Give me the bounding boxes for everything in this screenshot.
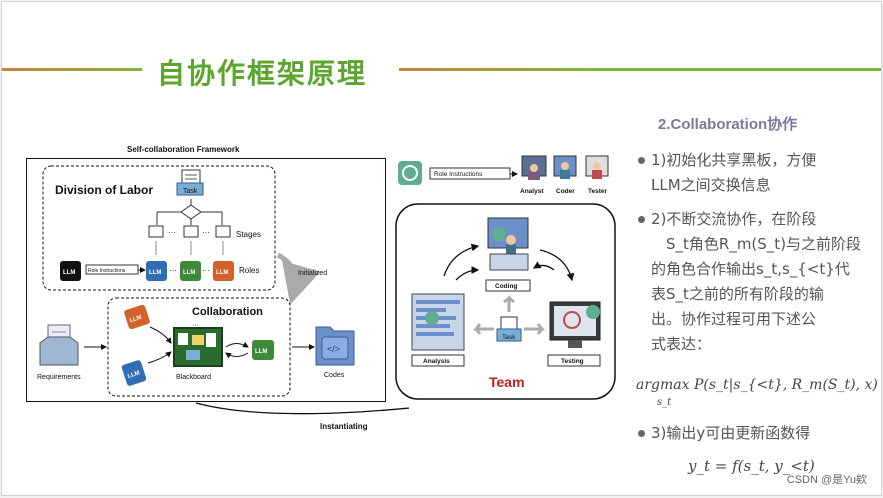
- bullet-2-line-5: 出。协作过程可用下述公: [651, 310, 817, 328]
- bullet-2-line-1: 2)不断交流协作，在阶段: [651, 210, 817, 228]
- instantiating-label: Instantiating: [320, 422, 368, 431]
- stage-box-1: [148, 225, 164, 238]
- analyst-avatar-icon: [521, 155, 547, 180]
- formula-update: y_t = f(s_t, y_<t): [688, 457, 815, 475]
- center-task-icon: [496, 316, 522, 342]
- codes-folder-icon: </>: [315, 326, 355, 366]
- bullet-dot: [638, 430, 645, 437]
- coder-avatar-icon: [553, 155, 577, 179]
- analyst-label: Analyst: [520, 188, 544, 195]
- collaboration-box: [107, 297, 291, 397]
- bullet-2-line-3: 的角色合作输出s_t,s_{<t}代: [651, 260, 850, 278]
- framework-frame: [26, 158, 386, 402]
- chatgpt-logo-icon: [398, 161, 422, 185]
- figure-title: Self-collaboration Framework: [127, 145, 240, 154]
- stage-dots-2: ···: [202, 228, 210, 237]
- role-instructions-label: Role Instructions: [88, 268, 126, 274]
- blackboard-label: Blackboard: [176, 374, 211, 381]
- requirements-icon: [39, 324, 79, 366]
- bullet-3: 3)输出y可由更新函数得: [638, 421, 868, 446]
- blackboard-dots: ···: [192, 322, 199, 329]
- bullet-dot: [638, 157, 645, 164]
- framework-diagram: Division of Labor Task ··· ··· Stages LL…: [26, 158, 409, 415]
- team-label: Team: [489, 374, 525, 390]
- roles-label: Roles: [239, 266, 259, 275]
- slide-title: 自协作框架原理: [157, 57, 368, 90]
- bullet-1: 1)初始化共享黑板，方便 LLM之间交换信息: [638, 148, 868, 198]
- formula-argmax-subscript: s_t: [657, 397, 672, 408]
- analysis-label: Analysis: [423, 358, 450, 365]
- llm-blue-label: LLM: [149, 270, 161, 276]
- tester-label: Tester: [588, 188, 607, 195]
- collab-llm-green-label: LLM: [255, 349, 267, 355]
- task-icon: [176, 169, 204, 196]
- task-label: Task: [183, 188, 198, 195]
- collab-llm-blue-label: LLM: [127, 370, 141, 380]
- coding-label: Coding: [495, 283, 517, 290]
- analysis-label-box: [411, 354, 465, 367]
- formula-argmax: argmax P(s_t|s_{<t}, R_m(S_t), x): [636, 377, 878, 393]
- requirements-label: Requirements: [37, 374, 81, 381]
- bullet-2: 2)不断交流协作，在阶段 S_t角色R_m(S_t)与之前阶段 的角色合作输出s…: [638, 207, 868, 357]
- llm-orange-label: LLM: [216, 270, 228, 276]
- coder-label: Coder: [556, 188, 575, 195]
- collab-llm-green: [252, 340, 274, 360]
- collaboration-label: Collaboration: [192, 306, 263, 318]
- llm-green-label: LLM: [183, 270, 195, 276]
- roles-dots-2: ···: [202, 266, 210, 275]
- llm-black-box: [60, 261, 81, 281]
- coding-label-box: [485, 279, 531, 292]
- division-label: Division of Labor: [55, 183, 153, 197]
- title-line-left: [2, 68, 142, 71]
- llm-green-box: [180, 261, 201, 281]
- testing-illustration: [549, 301, 601, 348]
- collab-llm-orange: [124, 304, 150, 330]
- bullet-1-line-1: 1)初始化共享黑板，方便: [651, 151, 817, 169]
- stage-dots-1: ···: [168, 228, 176, 237]
- bullet-dot: [638, 216, 645, 223]
- coding-illustration: [487, 217, 529, 271]
- initialized-label: Initialized: [298, 270, 327, 277]
- testing-label-box: [547, 354, 601, 367]
- bullet-3-line-1: 3)输出y可由更新函数得: [651, 424, 811, 442]
- bullet-1-line-2: LLM之间交换信息: [651, 176, 771, 194]
- title-line-right: [399, 68, 881, 71]
- analysis-illustration: [411, 293, 465, 351]
- team-role-instructions-label: Role Instructions: [434, 171, 483, 178]
- bullet-2-line-2: S_t角色R_m(S_t)与之前阶段: [666, 235, 862, 253]
- llm-black-label: LLM: [63, 270, 75, 276]
- stage-box-2: [183, 225, 199, 238]
- svg-text:</>: </>: [327, 344, 340, 354]
- instantiating-arrow: [195, 402, 409, 415]
- initialized-arrow: [276, 252, 321, 305]
- llm-orange-box: [213, 261, 234, 281]
- decision-diamond: [180, 204, 202, 220]
- center-task-label: Task: [502, 334, 516, 341]
- collab-llm-orange-label: LLM: [129, 315, 143, 325]
- stage-box-3: [215, 225, 231, 238]
- bullet-2-line-6: 式表达：: [651, 335, 712, 353]
- bullet-2-line-4: 表S_t之前的所有阶段的输: [651, 285, 824, 303]
- llm-blue-box: [146, 261, 167, 281]
- collab-llm-blue: [121, 360, 147, 386]
- notes-heading: 2.Collaboration协作: [658, 116, 798, 133]
- tester-avatar-icon: [585, 155, 609, 179]
- team-diagram: Role Instructions Analyst Coder Tester C…: [395, 155, 616, 400]
- watermark: CSDN @是Yu欸: [786, 474, 867, 486]
- roles-dots-1: ···: [169, 266, 177, 275]
- codes-label: Codes: [324, 372, 345, 379]
- testing-label: Testing: [561, 358, 584, 365]
- stages-label: Stages: [236, 230, 261, 239]
- division-box: [42, 165, 276, 291]
